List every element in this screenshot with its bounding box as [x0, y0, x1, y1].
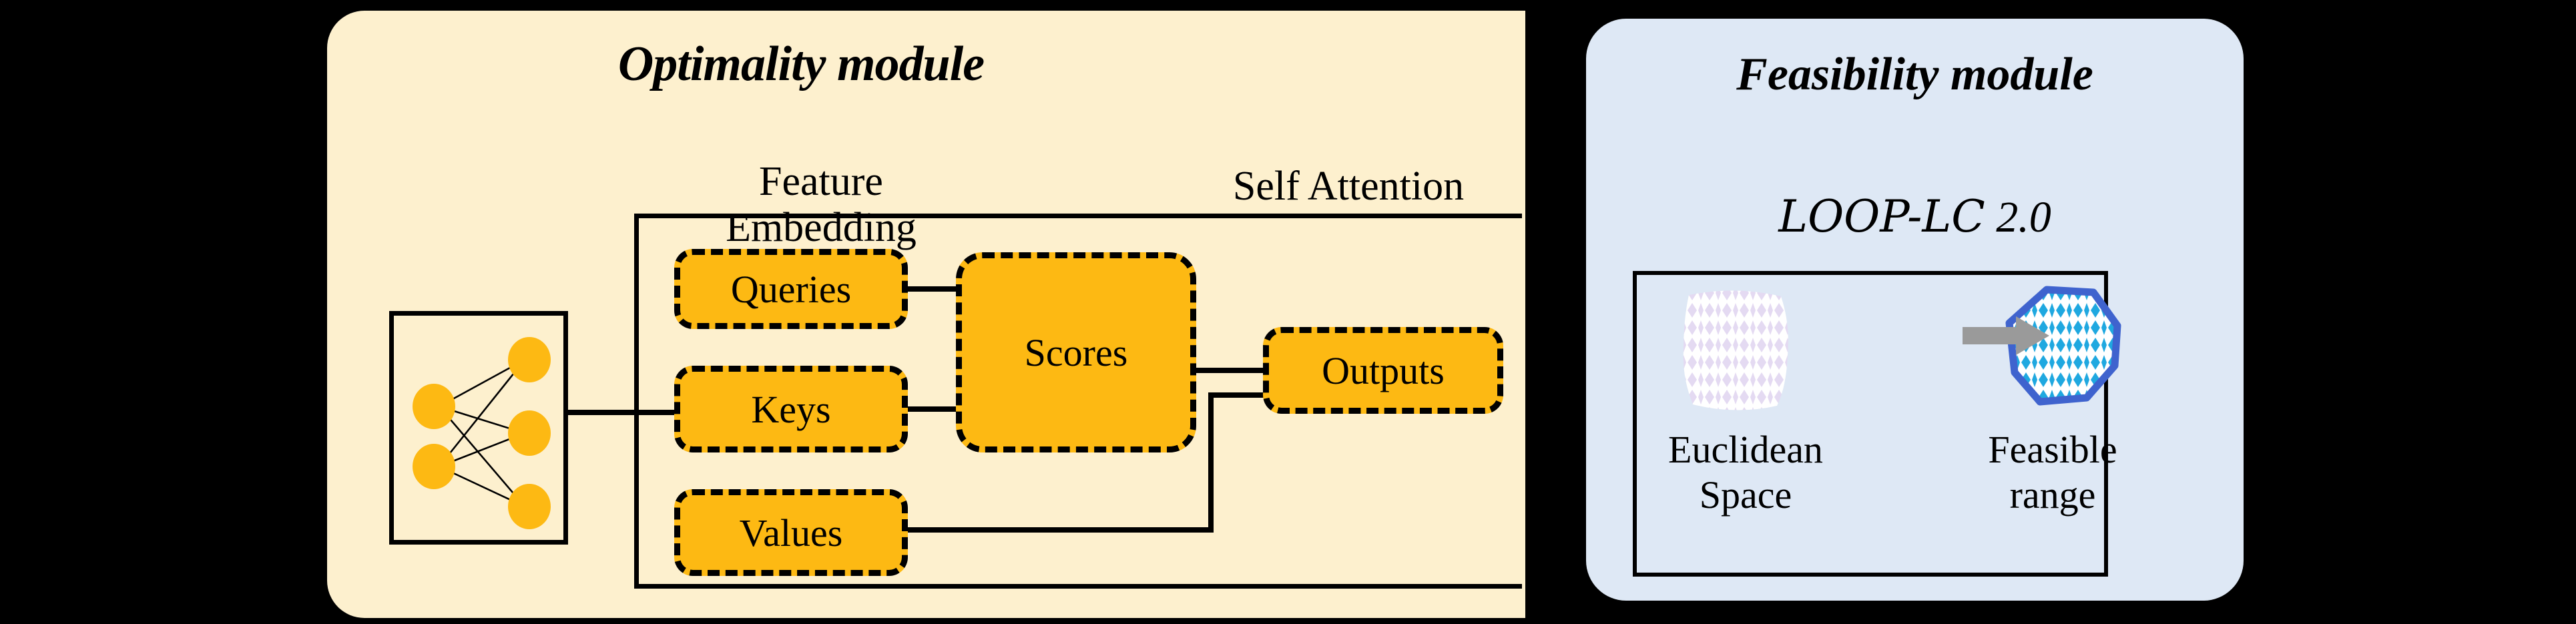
feature-embedding-label: Feature Embedding — [711, 159, 931, 252]
self-attention-label: Self Attention — [1232, 164, 1465, 209]
block-keys[interactable]: Keys — [674, 366, 908, 452]
transform-arrow-icon — [1963, 316, 2049, 355]
network-node-input-1 — [413, 384, 455, 429]
block-scores[interactable]: Scores — [956, 252, 1196, 452]
wire-keys-to-scores — [907, 406, 959, 412]
wire-values-vertical — [1208, 392, 1214, 533]
euclidean-space-label-line1: Euclidean — [1668, 428, 1823, 471]
feature-embedding-network-box — [389, 311, 568, 545]
feasibility-inner-frame — [1633, 271, 2108, 577]
wire-scores-to-outputs — [1194, 368, 1266, 373]
network-node-output-2 — [508, 410, 551, 456]
block-values[interactable]: Values — [674, 489, 908, 576]
loop-lc-name: LOOP-LC — [1778, 191, 1985, 242]
block-outputs-label: Outputs — [1322, 348, 1445, 392]
loop-lc-version: 2.0 — [1996, 193, 2051, 242]
loop-lc-version-label: LOOP-LC 2.0 — [1586, 191, 2244, 243]
block-queries-label: Queries — [730, 267, 852, 311]
block-scores-label: Scores — [1024, 330, 1128, 374]
optimality-module-title: Optimality module — [617, 37, 985, 91]
wire-queries-to-scores — [907, 286, 959, 292]
network-node-input-2 — [413, 444, 455, 489]
self-attention-frame — [634, 214, 1522, 589]
feature-embedding-label-line2: Embedding — [726, 205, 917, 251]
euclidean-space-shape — [1683, 290, 1788, 410]
block-queries[interactable]: Queries — [674, 249, 908, 329]
wire-values-to-outputs — [1208, 392, 1267, 398]
feasible-range-label-line2: range — [2009, 473, 2096, 517]
feasibility-module-panel: Feasibility module LOOP-LC 2.0 — [1586, 19, 2244, 601]
feasible-range-label-line1: Feasible — [1988, 428, 2117, 471]
feature-embedding-network-graph — [413, 337, 551, 529]
wire-values-horizontal — [907, 527, 1214, 533]
block-outputs[interactable]: Outputs — [1263, 327, 1503, 414]
euclidean-space-label: Euclidean Space — [1635, 427, 1856, 519]
feasibility-module-title: Feasibility module — [1736, 49, 2093, 100]
block-keys-label: Keys — [751, 387, 831, 431]
feasible-range-label: Feasible range — [1943, 427, 2163, 519]
network-node-output-1 — [508, 337, 551, 382]
feature-embedding-label-line1: Feature — [759, 159, 883, 204]
euclidean-space-label-line2: Space — [1699, 473, 1792, 517]
wire-feature-embedding-to-self-attention — [568, 410, 675, 415]
network-node-output-3 — [508, 484, 551, 529]
block-values-label: Values — [739, 511, 843, 555]
